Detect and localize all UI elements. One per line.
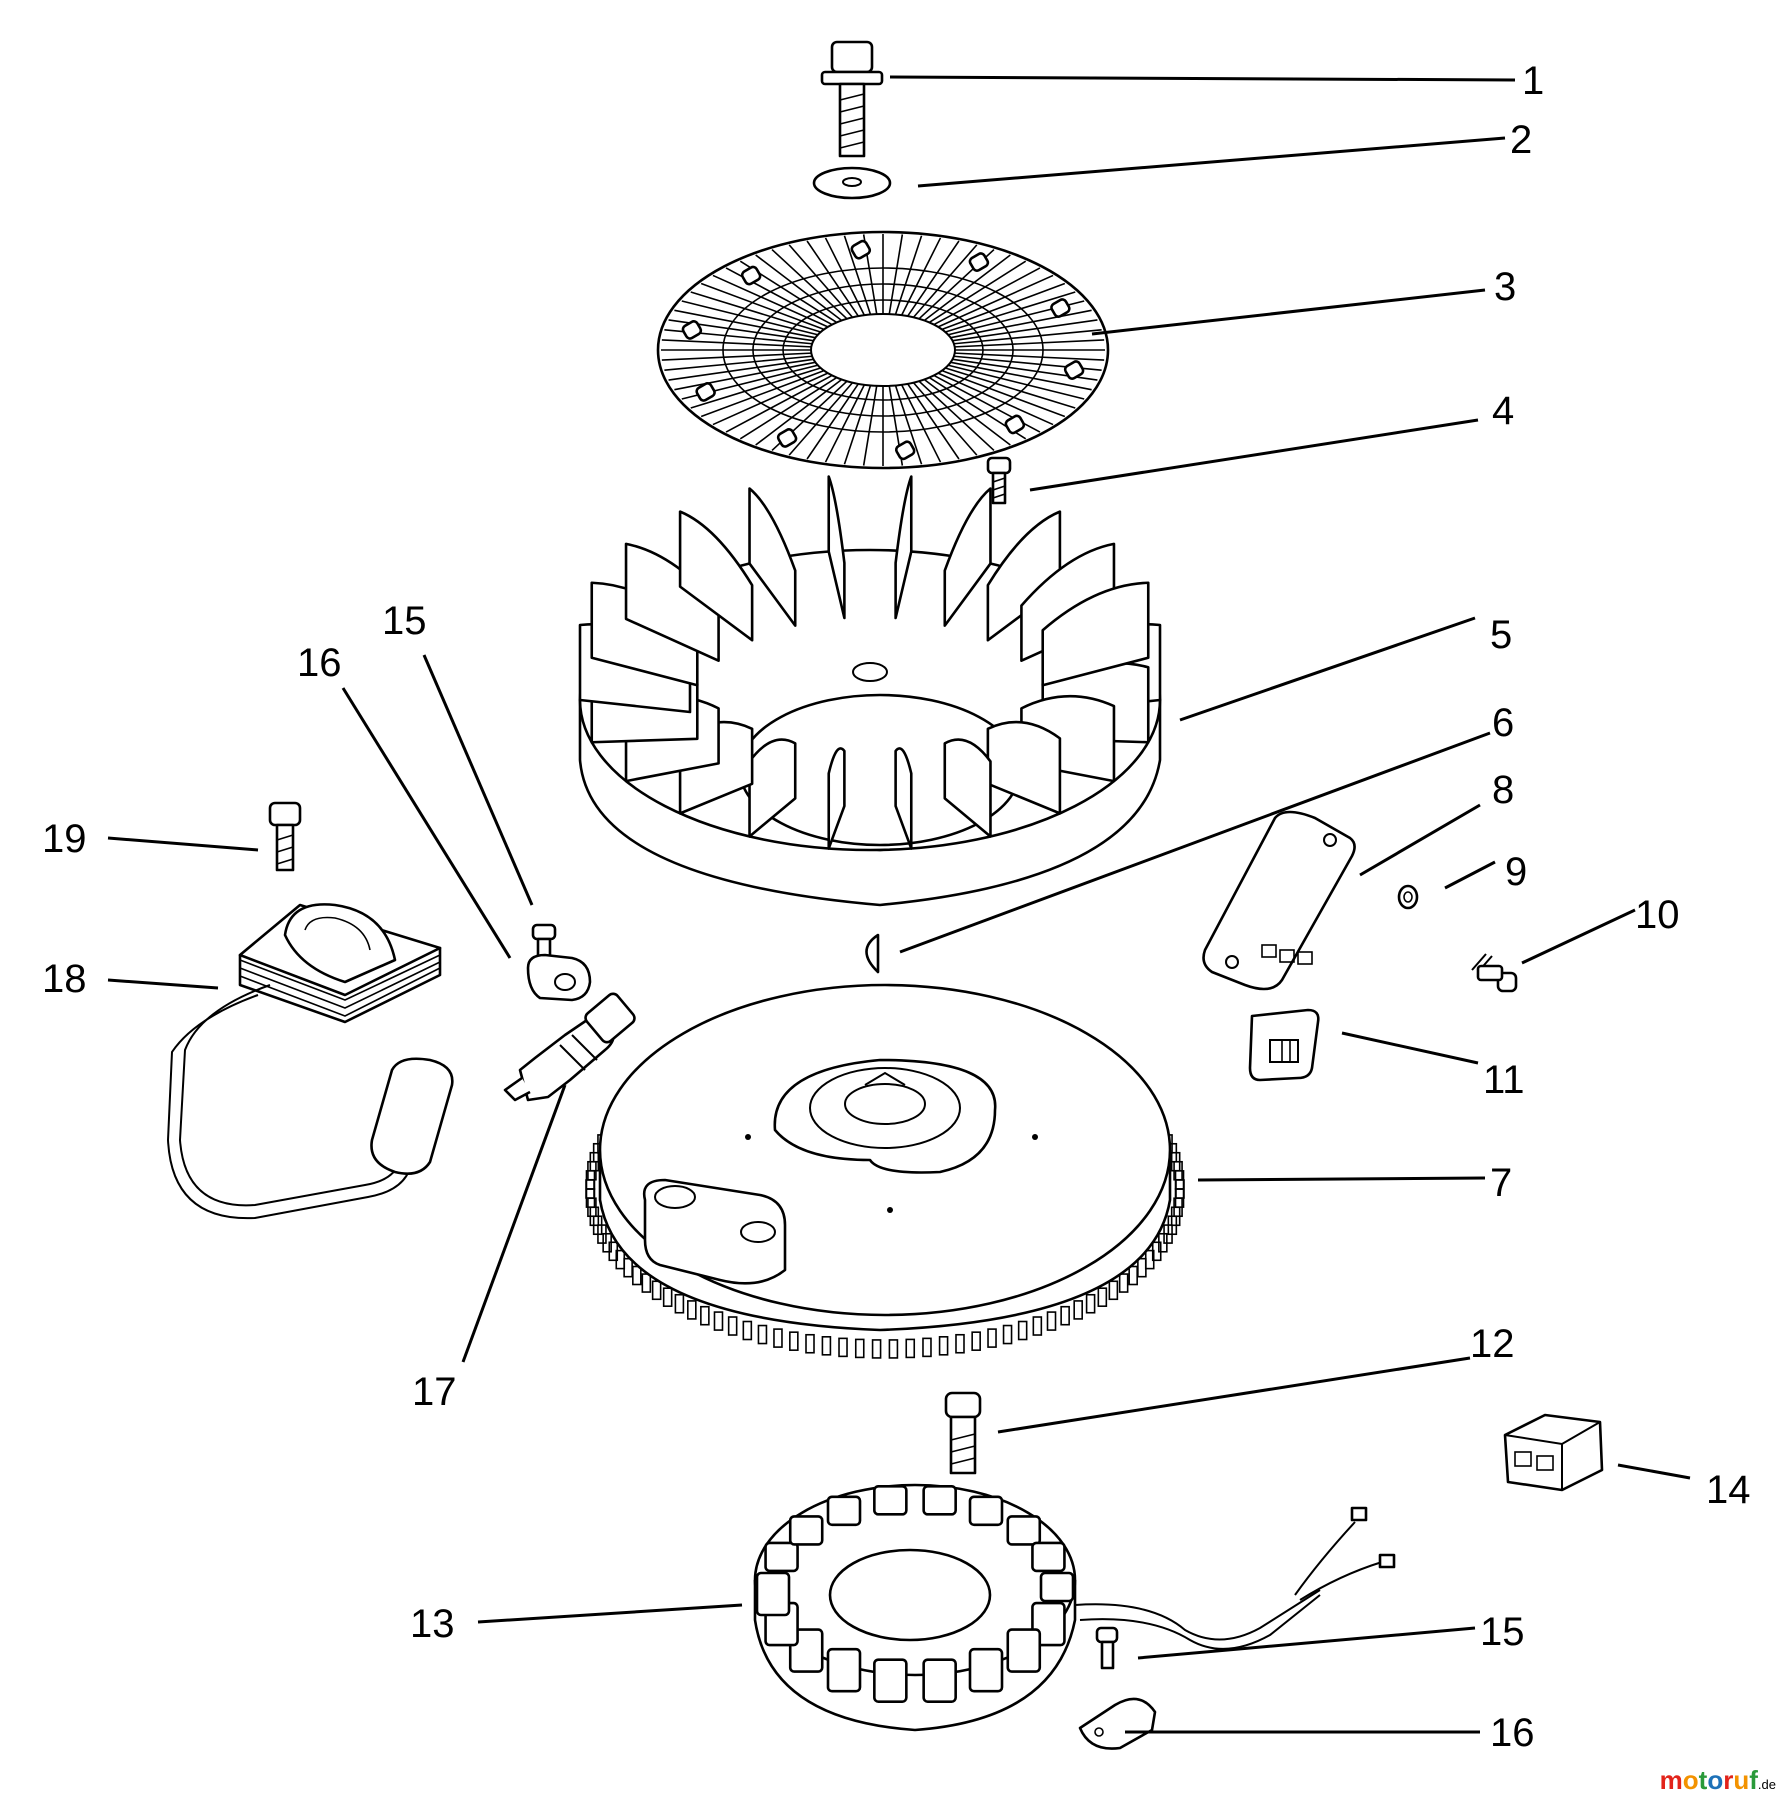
callout-10: 10 [1635, 893, 1680, 937]
leader-11 [1341, 1031, 1479, 1065]
leader-4 [1029, 418, 1479, 492]
callout-17: 17 [412, 1370, 457, 1414]
callout-16-upper: 16 [297, 641, 342, 685]
leader-5 [1179, 616, 1476, 722]
leader-8 [1359, 803, 1481, 877]
callout-8: 8 [1492, 768, 1514, 812]
leader-10 [1521, 908, 1636, 965]
part-17-spark-plug [503, 992, 636, 1102]
part-19-screw [268, 801, 302, 872]
part-4-screw [986, 456, 1012, 505]
leader-3 [1091, 288, 1486, 336]
part-7-flywheel [585, 983, 1185, 1359]
callout-6: 6 [1492, 701, 1514, 745]
callout-18: 18 [42, 957, 87, 1001]
part-12-bolt [944, 1391, 982, 1475]
leader-19 [107, 836, 259, 852]
leader-6 [899, 731, 1491, 954]
callout-15-upper: 15 [382, 599, 427, 643]
callout-11: 11 [1483, 1058, 1525, 1102]
part-10-screw [1471, 953, 1518, 993]
callout-2: 2 [1510, 118, 1532, 162]
callout-7: 7 [1490, 1161, 1512, 1205]
part-16-clip-upper [526, 953, 592, 1002]
callout-15-lower: 15 [1480, 1610, 1525, 1654]
leader-15-lower [1137, 1626, 1476, 1660]
leader-9 [1444, 860, 1496, 890]
watermark-logo: motoruf.de [1659, 1765, 1776, 1795]
callout-4: 4 [1492, 389, 1514, 433]
callout-labels: 1 2 3 4 5 6 8 9 10 11 7 12 14 13 15 16 1… [42, 59, 1751, 1755]
part-13-stator [753, 1483, 1396, 1732]
leader-2 [917, 136, 1506, 188]
part-11-connector [1248, 1008, 1320, 1082]
callout-19: 19 [42, 817, 87, 861]
callout-13: 13 [410, 1602, 455, 1646]
part-18-ignition-module [166, 903, 454, 1220]
callout-14: 14 [1706, 1468, 1751, 1512]
leader-18 [107, 978, 219, 990]
callout-3: 3 [1494, 265, 1516, 309]
leader-15-upper [422, 654, 534, 906]
part-9-nut [1397, 884, 1419, 910]
part-5-fan [578, 475, 1162, 907]
callout-12: 12 [1470, 1322, 1515, 1366]
callout-9: 9 [1505, 850, 1527, 894]
leader-17 [461, 1084, 567, 1363]
part-8-regulator [1202, 810, 1356, 991]
leader-13 [477, 1603, 743, 1624]
part-15-screw-lower [1095, 1626, 1119, 1670]
part-1-bolt [820, 40, 884, 158]
leader-16-upper [341, 687, 512, 959]
leader-12 [997, 1356, 1471, 1434]
part-14-connector [1503, 1413, 1604, 1492]
part-3-screen [656, 230, 1110, 470]
callout-5: 5 [1490, 613, 1512, 657]
callout-1: 1 [1522, 59, 1544, 103]
part-2-washer [812, 166, 892, 200]
leader-lines [107, 75, 1691, 1734]
leader-14 [1617, 1463, 1691, 1480]
part-16-clip-lower [1078, 1697, 1157, 1750]
part-6-key [865, 933, 880, 974]
callout-16-lower: 16 [1490, 1711, 1535, 1755]
leader-7 [1197, 1176, 1486, 1182]
leader-1 [889, 75, 1516, 82]
